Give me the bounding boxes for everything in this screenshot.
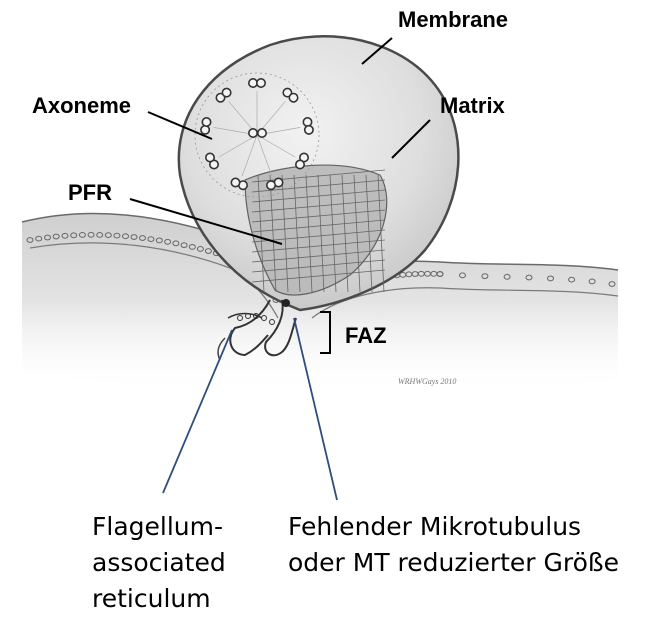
caption-left-line1: Flagellum-	[92, 512, 223, 541]
axoneme-label: Axoneme	[32, 93, 131, 118]
caption-right-line2: oder MT reduzierter Größe	[288, 548, 619, 577]
matrix-label: Matrix	[440, 93, 506, 118]
caption-left-line3: reticulum	[92, 584, 211, 613]
pfr-label: PFR	[68, 180, 112, 205]
caption-right-line1: Fehlender Mikrotubulus	[288, 512, 581, 541]
caption-left-line2: associated	[92, 548, 226, 577]
artist-signature: WRHWGays 2010	[398, 377, 456, 386]
membrane-label: Membrane	[398, 7, 508, 32]
faz-label: FAZ	[345, 323, 387, 348]
